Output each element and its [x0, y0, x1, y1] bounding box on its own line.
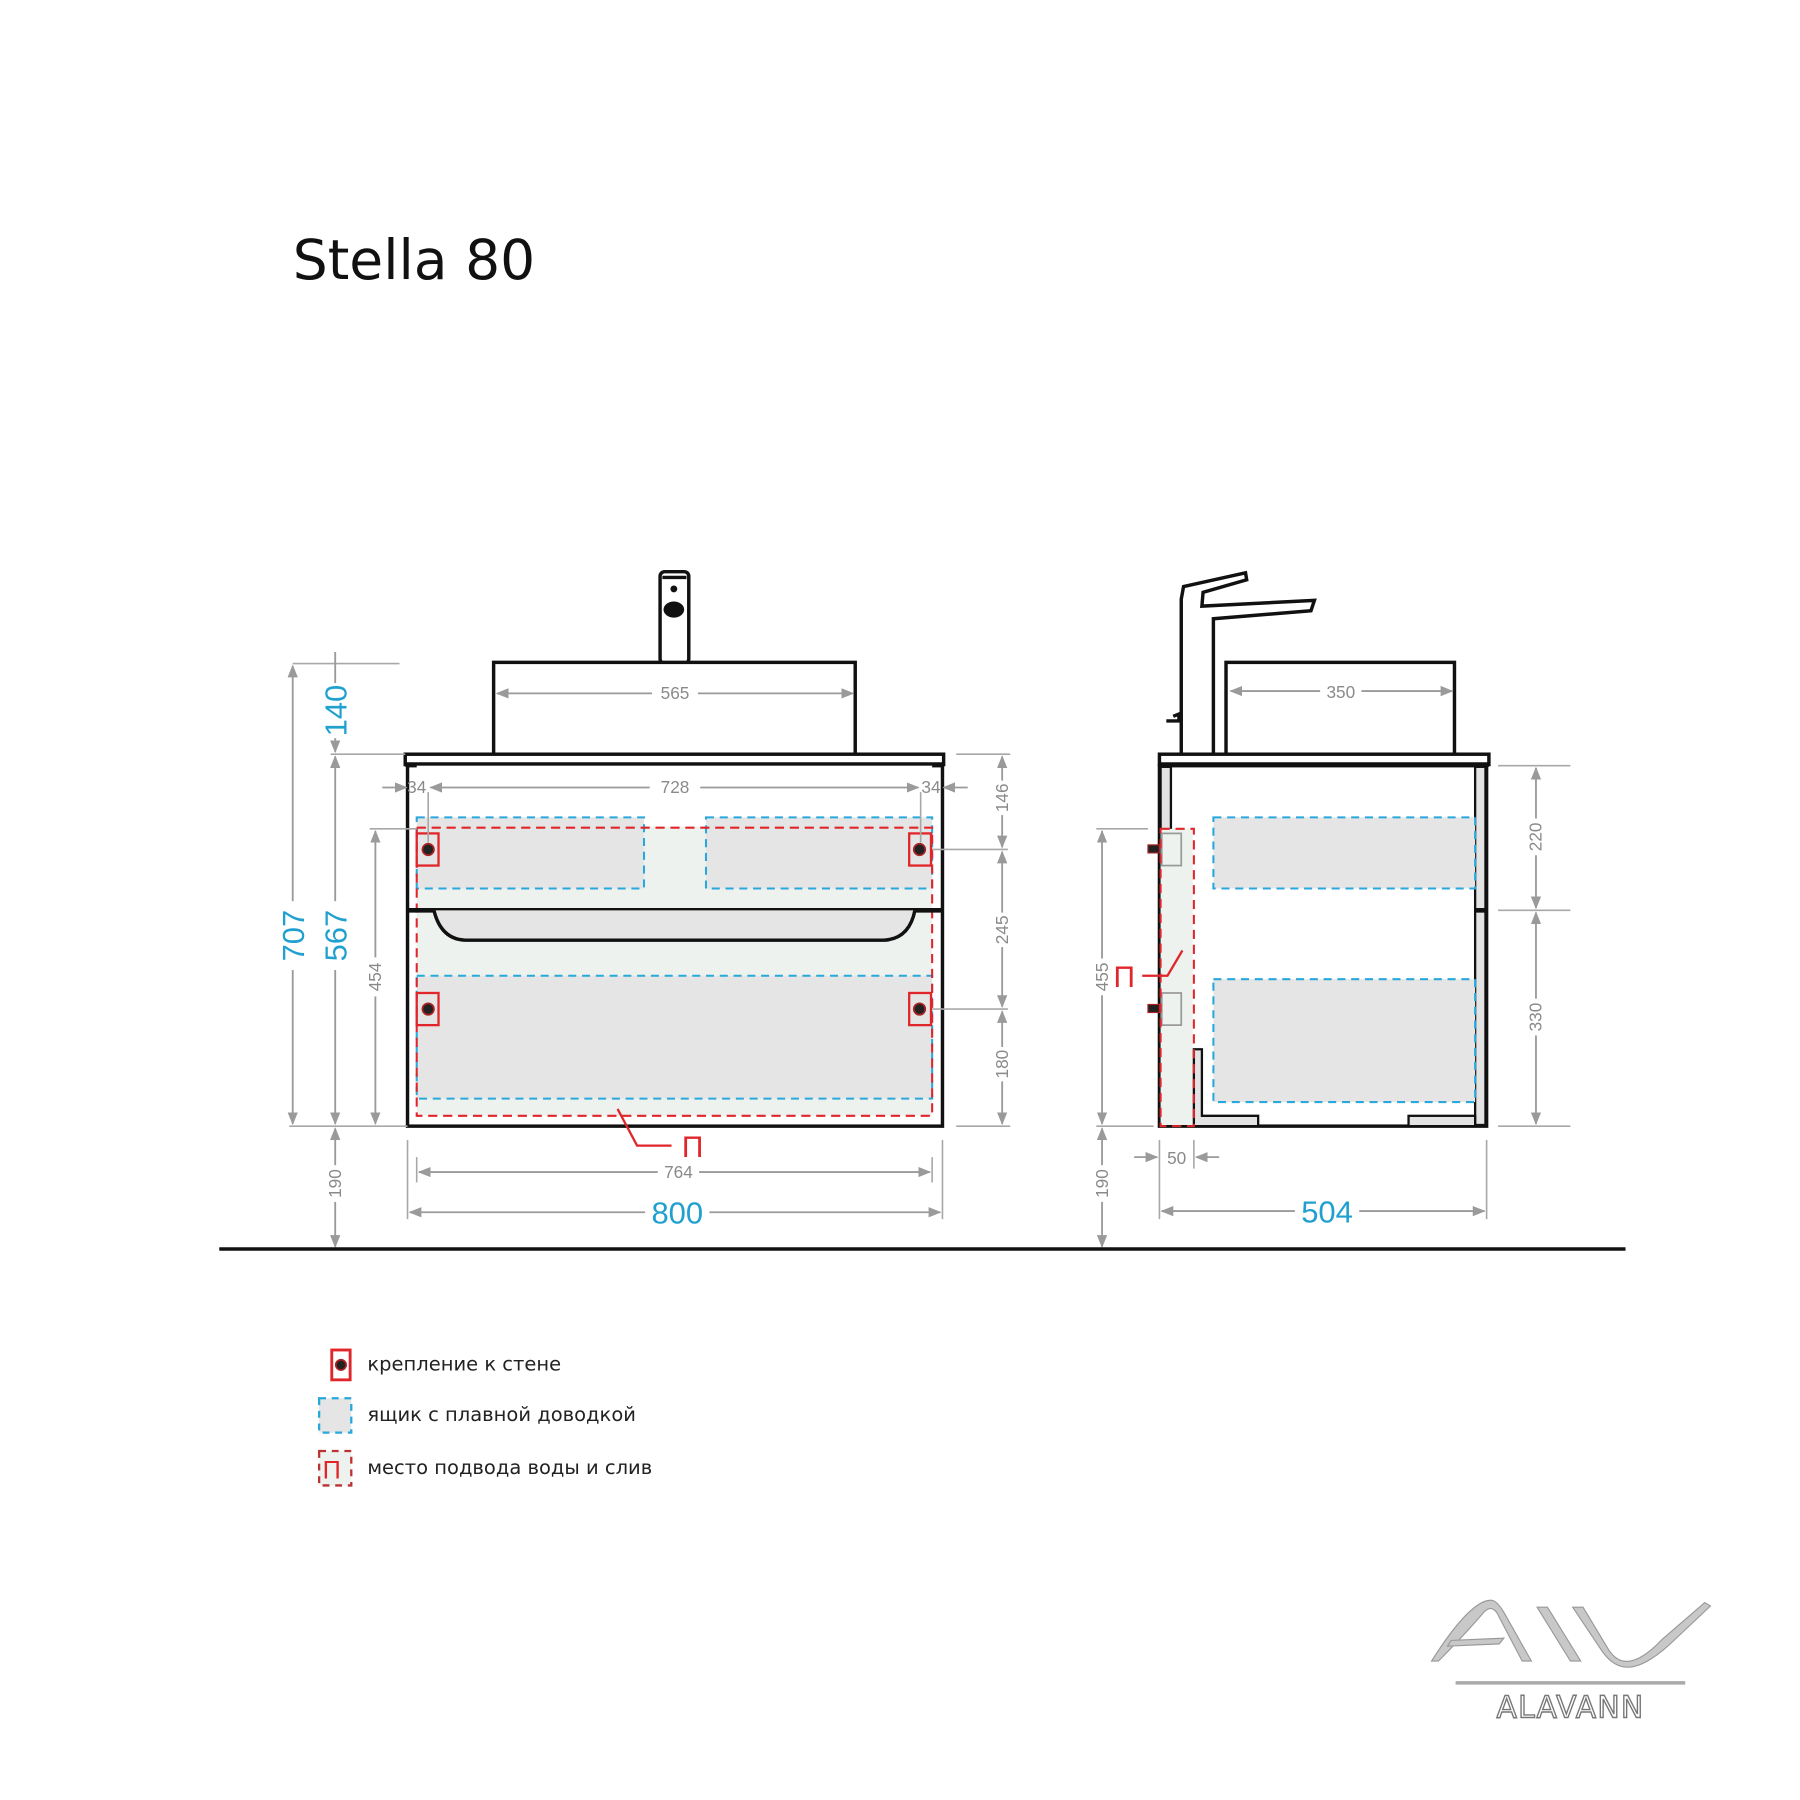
dim-basin-depth: 350 [1326, 682, 1355, 702]
product-title: Stella 80 [293, 228, 535, 292]
legend: крепление к стене ящик с плавной доводко… [317, 1348, 652, 1487]
dim-lower-drawer: 330 [1526, 1003, 1546, 1032]
drawer-lower-side [1212, 978, 1477, 1104]
plumbing-area-icon: П [317, 1449, 353, 1487]
wall-mount-icon [330, 1348, 352, 1382]
svg-text:П: П [323, 1457, 341, 1485]
plumbing-area-front [415, 826, 934, 1117]
logo-wordmark: ALAVANN [1497, 1690, 1645, 1725]
dim-overall-width: 800 [651, 1196, 703, 1231]
drawer-lower [415, 974, 934, 1100]
dim-plumbing-height: 454 [365, 962, 385, 991]
wall-bolt [1147, 1003, 1161, 1014]
legend-label-plumbing: место подвода воды и слив [367, 1456, 652, 1479]
faucet-front [658, 569, 691, 666]
dim-inner-width: 764 [664, 1162, 693, 1182]
alavann-logo: ALAVANN [1430, 1599, 1712, 1726]
dim-mount-to-bottom: 180 [992, 1050, 1012, 1079]
dim-basin-width: 565 [661, 683, 690, 703]
dim-floor-gap-side: 190 [1092, 1169, 1112, 1198]
drawer-handle [432, 909, 917, 942]
plumbing-marker-side: П [1114, 961, 1135, 994]
legend-label-drawer: ящик с плавной доводкой [367, 1403, 636, 1426]
dim-mount-offset-right: 34 [921, 777, 941, 797]
vessel-basin-side [1224, 660, 1457, 756]
wall-mount-icon [908, 991, 933, 1027]
front-view: П 707 140 567 454 190 565 [275, 569, 1013, 1248]
faucet-side [1179, 570, 1317, 755]
dim-overall-height: 707 [276, 910, 311, 962]
drawer-upper-side [1212, 816, 1477, 890]
dim-plumbing-height-side: 455 [1092, 963, 1112, 992]
wall-mount-icon [415, 991, 440, 1027]
drawer-upper-right [704, 816, 934, 890]
dim-upper-drawer: 220 [1526, 823, 1546, 852]
dim-cabinet-height: 567 [319, 910, 354, 962]
dim-floor-gap-front: 190 [325, 1169, 345, 1198]
legend-label-wall-mount: крепление к стене [367, 1353, 561, 1376]
side-view: П 455 190 220 330 350 50 504 [1091, 570, 1571, 1248]
dim-mount-to-mount: 245 [992, 915, 1012, 944]
dim-mount-offset-left: 34 [407, 777, 427, 797]
vessel-basin-front [491, 660, 857, 756]
dim-plumbing-depth: 50 [1167, 1148, 1186, 1168]
plumbing-marker-front: П [682, 1131, 703, 1164]
plumbing-area-side [1159, 827, 1195, 1128]
dim-basin-height: 140 [319, 685, 354, 737]
dim-overall-depth: 504 [1301, 1195, 1353, 1230]
soft-close-drawer-icon [317, 1397, 353, 1434]
wall-bolt [1147, 844, 1161, 854]
drawer-upper-left [415, 816, 646, 890]
dim-mount-spacing: 728 [661, 777, 690, 797]
dim-top-to-mount: 146 [992, 783, 1012, 812]
